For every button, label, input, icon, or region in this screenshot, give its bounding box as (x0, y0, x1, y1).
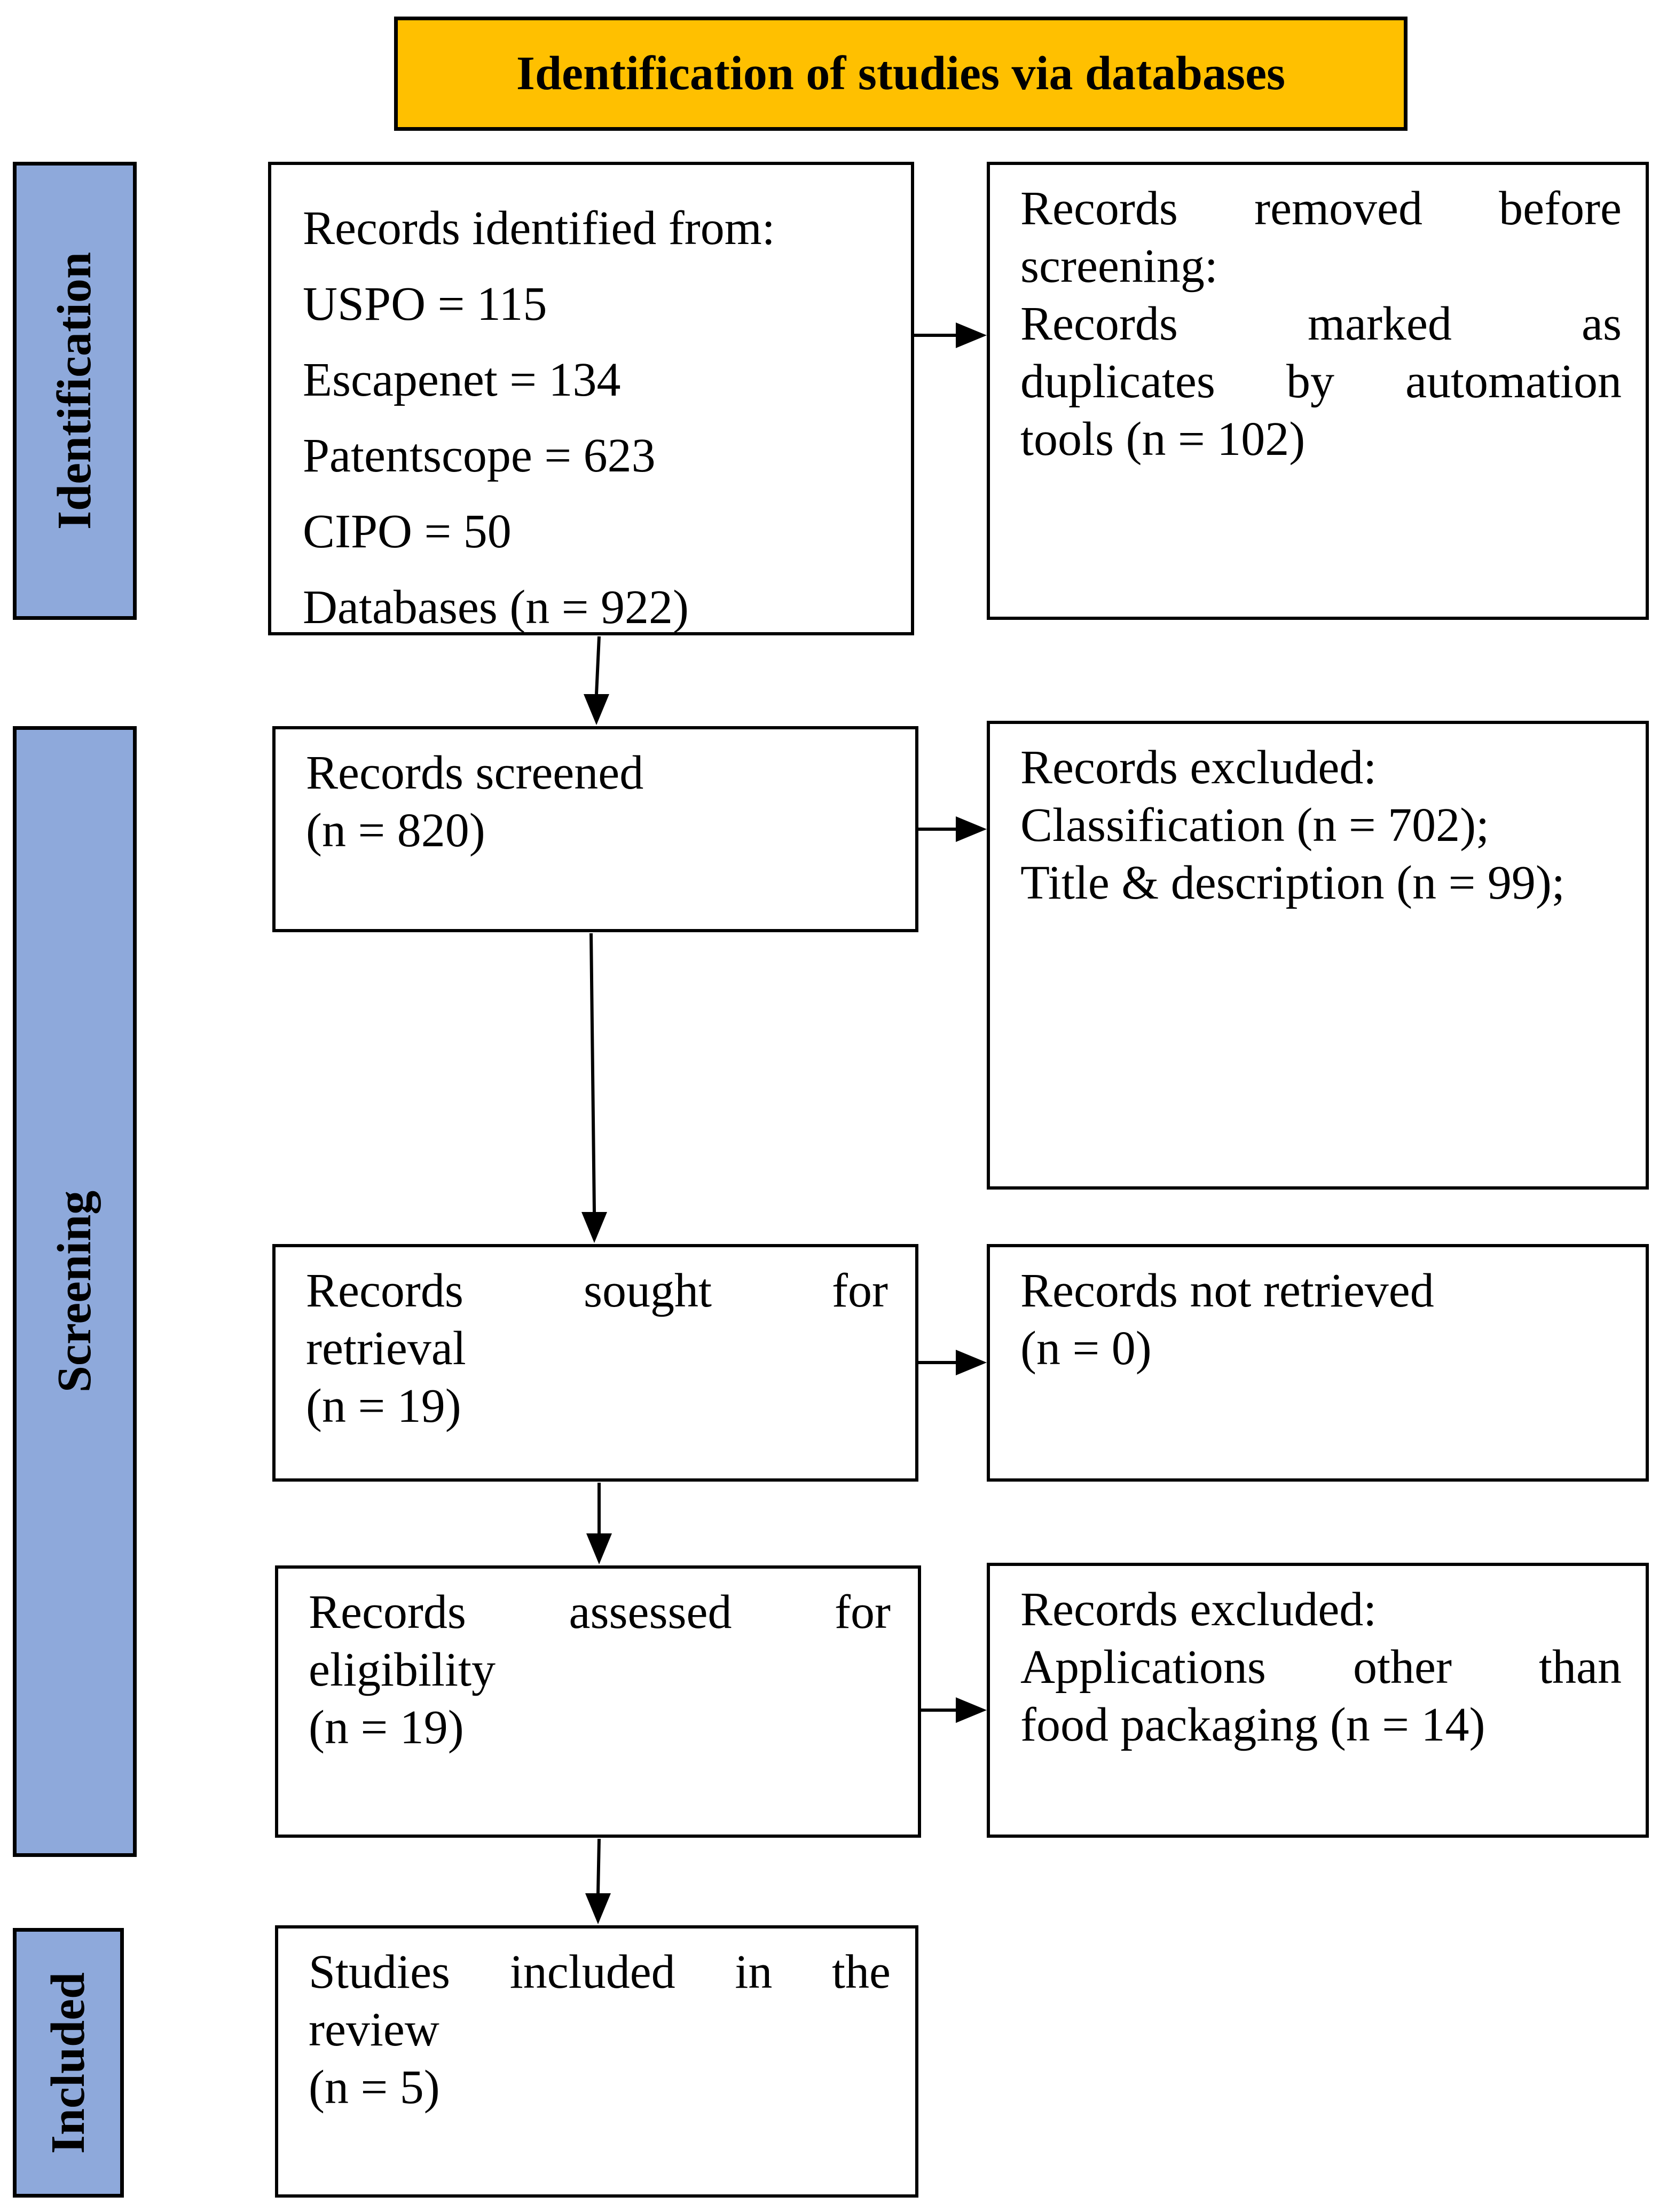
arrowhead-right-icon (956, 1697, 987, 1723)
records-removed-line: Records removed before (1020, 182, 1622, 235)
records-screened-line: Records screened (306, 746, 644, 799)
records-identified-line: Databases (n = 922) (303, 581, 689, 634)
records-sought-line: (n = 19) (306, 1380, 461, 1432)
records-not-retrieved-line: Records not retrieved (1020, 1264, 1434, 1317)
records-assessed-line: (n = 19) (309, 1701, 464, 1754)
header-box: Identification of studies via databases (394, 17, 1408, 131)
records-removed-line: duplicates by automation (1020, 355, 1622, 408)
records-excluded-text: Records excluded: Applications other tha… (1020, 1581, 1622, 1754)
records-assessed-line: eligibility (309, 1643, 496, 1696)
arrowhead-down-icon (581, 1212, 607, 1243)
records-sought-line: Records sought for (306, 1264, 888, 1317)
arrowhead-down-icon (584, 694, 609, 725)
records-excluded-text: Records excluded: Classification (n = 70… (1020, 739, 1640, 912)
arrowhead-right-icon (956, 816, 987, 842)
phase-screening: Screening (13, 726, 137, 1857)
records-not-retrieved-text: Records not retrieved (n = 0) (1020, 1262, 1622, 1377)
records-excluded-line: Classification (n = 702); (1020, 799, 1490, 852)
arrowhead-down-icon (586, 1533, 612, 1564)
records-screened-text: Records screened (n = 820) (306, 744, 893, 860)
records-excluded-line: Title & description (n = 99); (1020, 856, 1565, 909)
phase-included: Included (13, 1928, 124, 2198)
records-identified-text: Records identified from: USPO = 115 Esca… (303, 191, 890, 646)
records-assessed-line: Records assessed for (309, 1586, 891, 1639)
records-excluded-line: food packaging (n = 14) (1020, 1698, 1485, 1751)
records-excluded-box: Records excluded: Applications other tha… (987, 1563, 1649, 1838)
header-title: Identification of studies via databases (516, 47, 1286, 100)
records-excluded-box: Records excluded: Classification (n = 70… (987, 721, 1649, 1190)
phase-included-label: Included (42, 1972, 95, 2154)
studies-included-box: Studies included in the review (n = 5) (275, 1925, 918, 2198)
phase-screening-label: Screening (48, 1190, 101, 1393)
records-identified-line: Patentscope = 623 (303, 429, 656, 482)
records-assessed-text: Records assessed for eligibility (n = 19… (309, 1584, 891, 1757)
phase-identification-label: Identification (48, 251, 101, 530)
phase-identification: Identification (13, 162, 137, 620)
studies-included-line: review (309, 2003, 439, 2056)
arrow-assessed-to-included (596, 1838, 601, 1894)
arrowhead-right-icon (956, 322, 987, 348)
records-screened-line: (n = 820) (306, 804, 485, 857)
records-removed-text: Records removed before screening: Record… (1020, 180, 1622, 468)
records-excluded-line: Records excluded: (1020, 741, 1377, 794)
records-assessed-box: Records assessed for eligibility (n = 19… (275, 1565, 921, 1838)
arrow-screened-to-sought (589, 933, 596, 1213)
records-sought-text: Records sought for retrieval (n = 19) (306, 1262, 888, 1435)
arrowhead-down-icon (585, 1893, 611, 1924)
records-removed-line: screening: (1020, 240, 1218, 293)
records-removed-box: Records removed before screening: Record… (987, 162, 1649, 620)
records-removed-line: tools (n = 102) (1020, 413, 1306, 466)
records-identified-box: Records identified from: USPO = 115 Esca… (268, 162, 914, 635)
records-excluded-line: Applications other than (1020, 1641, 1622, 1694)
studies-included-line: Studies included in the (309, 1946, 891, 1998)
records-identified-line: Records identified from: (303, 202, 775, 255)
records-identified-line: USPO = 115 (303, 278, 547, 330)
records-screened-box: Records screened (n = 820) (272, 726, 918, 932)
studies-included-text: Studies included in the review (n = 5) (309, 1943, 891, 2116)
records-not-retrieved-box: Records not retrieved (n = 0) (987, 1244, 1649, 1482)
records-excluded-line: Records excluded: (1020, 1583, 1377, 1636)
records-removed-line: Records marked as (1020, 297, 1622, 350)
studies-included-line: (n = 5) (309, 2061, 440, 2114)
records-identified-line: CIPO = 50 (303, 505, 512, 558)
records-sought-line: retrieval (306, 1322, 466, 1375)
arrowhead-right-icon (956, 1350, 987, 1375)
records-not-retrieved-line: (n = 0) (1020, 1322, 1152, 1375)
records-identified-line: Escapenet = 134 (303, 353, 621, 406)
records-sought-box: Records sought for retrieval (n = 19) (272, 1244, 918, 1482)
